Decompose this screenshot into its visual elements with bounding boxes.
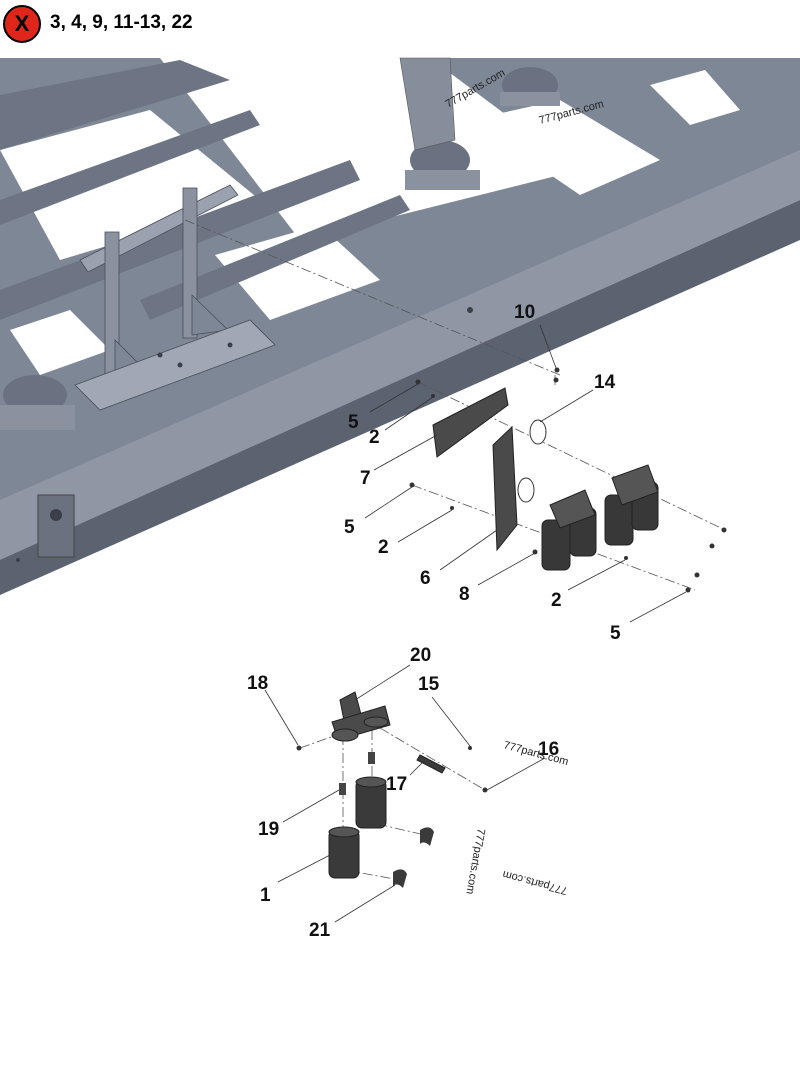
callout-8: 8 [459, 584, 470, 605]
callout-5: 5 [348, 412, 359, 433]
frame-assembly [0, 57, 800, 595]
watermark-text: 777parts.com [502, 739, 569, 768]
callout-2: 2 [551, 590, 562, 611]
callout-21: 21 [309, 920, 331, 941]
callout-5: 5 [344, 517, 355, 538]
watermark-text: 777parts.com [501, 868, 568, 897]
mount-plate-group [184, 219, 727, 623]
callout-2: 2 [369, 427, 380, 448]
excluded-items-list: 3, 4, 9, 11-13, 22 [50, 12, 193, 33]
excluded-x-icon: X [3, 5, 41, 43]
callout-19: 19 [258, 819, 279, 840]
excluded-items-header: X 3, 4, 9, 11-13, 22 [0, 0, 800, 50]
callout-6: 6 [420, 568, 431, 589]
watermark-text: 777parts.com [463, 827, 486, 895]
callout-20: 20 [410, 645, 431, 666]
callout-18: 18 [247, 673, 268, 694]
callout-16: 16 [538, 739, 559, 760]
callout-5: 5 [610, 623, 621, 644]
callout-7: 7 [360, 468, 371, 489]
canister-detail-group [264, 664, 546, 923]
callout-2: 2 [378, 537, 389, 558]
callout-15: 15 [418, 674, 440, 695]
callout-10: 10 [514, 302, 535, 323]
callout-17: 17 [386, 774, 407, 795]
callout-1: 1 [260, 885, 271, 906]
callout-14: 14 [594, 372, 616, 393]
